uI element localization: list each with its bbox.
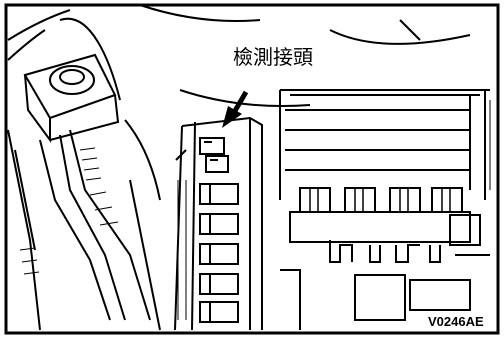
left-bracket xyxy=(7,9,161,331)
relay-block xyxy=(279,89,490,330)
fuse-slots xyxy=(199,183,239,323)
strut-hatching xyxy=(19,147,119,275)
vertical-hatching xyxy=(177,100,491,320)
check-connector-lower xyxy=(205,155,229,173)
figure-code: V0246AE xyxy=(428,314,484,329)
relay-ribs xyxy=(309,188,451,212)
hood-lines xyxy=(139,4,471,107)
fuse-box xyxy=(174,116,263,331)
check-connector-upper xyxy=(199,137,225,155)
pointer-arrow xyxy=(222,90,249,128)
callout-label: 檢測接頭 xyxy=(233,45,313,69)
